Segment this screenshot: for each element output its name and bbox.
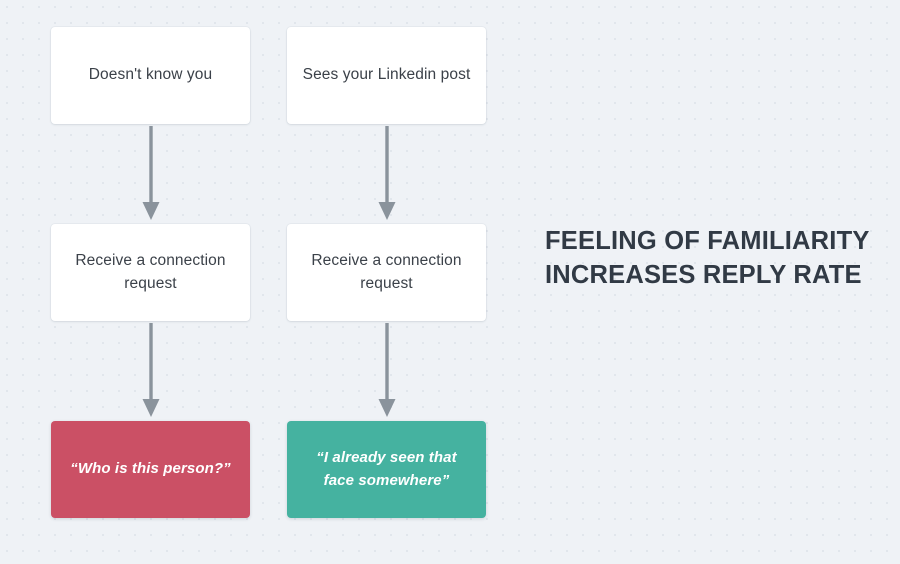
flow-node-label: “Who is this person?” — [70, 460, 231, 478]
arrow-warm-2 — [376, 321, 398, 421]
arrow-cold-2 — [140, 321, 162, 421]
arrow-warm-1 — [376, 124, 398, 224]
flow-node-connection-request-warm[interactable]: Receive a connection request — [287, 224, 486, 321]
flow-node-doesnt-know-you[interactable]: Doesn't know you — [51, 27, 250, 124]
flow-node-label: “I already seen that face somewhere” — [316, 449, 457, 489]
headline-line-1: Feeling of familiarity — [545, 227, 870, 255]
flow-node-label: Receive a connection request — [75, 252, 226, 292]
flow-node-reaction-positive[interactable]: “I already seen that face somewhere” — [287, 421, 486, 518]
headline: Feeling of familiarity Increases reply r… — [545, 225, 875, 292]
headline-line-2: Increases reply rate — [545, 260, 862, 289]
arrow-cold-1 — [140, 124, 162, 224]
flow-node-label: Sees your Linkedin post — [302, 66, 471, 84]
flow-node-connection-request-cold[interactable]: Receive a connection request — [51, 224, 250, 321]
flow-node-sees-linkedin-post[interactable]: Sees your Linkedin post — [287, 27, 486, 124]
flow-node-label: Doesn't know you — [88, 66, 213, 84]
flow-node-reaction-negative[interactable]: “Who is this person?” — [51, 421, 250, 518]
flow-node-label: Receive a connection request — [311, 252, 462, 292]
